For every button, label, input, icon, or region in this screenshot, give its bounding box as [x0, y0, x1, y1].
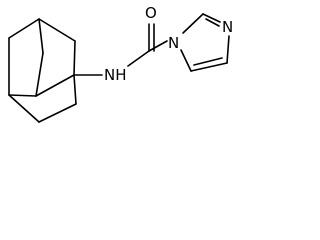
bond [202, 13, 221, 23]
bond [226, 35, 230, 64]
imidazole-n3-label: N [222, 18, 233, 36]
bond [73, 40, 76, 76]
molecule-drawing: O NH N N [8, 4, 233, 123]
imidazole-n1-label: N [168, 34, 179, 52]
bond [8, 18, 40, 39]
structure-diagram: O NH N N [0, 0, 242, 142]
bond [8, 94, 37, 97]
bond [180, 49, 192, 72]
bond [38, 18, 44, 54]
bond [148, 40, 168, 52]
bond [127, 50, 150, 67]
bond [35, 52, 44, 97]
adamantane-cage [8, 18, 77, 123]
bond [190, 62, 228, 72]
bond [193, 57, 223, 66]
amide-nh-label: NH [104, 66, 127, 84]
bond [8, 94, 40, 123]
bond [73, 74, 77, 105]
bond [205, 18, 220, 27]
bond [38, 18, 76, 42]
bond [182, 13, 204, 34]
imidazole-ring [180, 13, 230, 72]
bond [35, 74, 75, 97]
oxygen-label: O [145, 4, 157, 22]
bond [38, 103, 77, 123]
